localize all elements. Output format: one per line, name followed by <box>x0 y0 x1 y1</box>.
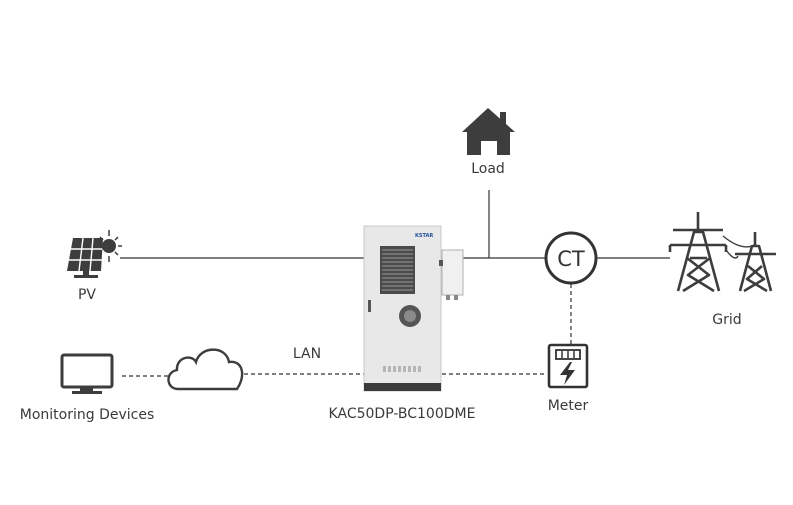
meter-label: Meter <box>547 398 589 414</box>
ct-label: CT <box>557 247 585 271</box>
device-model-label: KAC50DP-BC100DME <box>328 406 476 422</box>
cabinet-icon: KSTAR <box>363 225 464 392</box>
monitoring-devices-label: Monitoring Devices <box>19 407 155 423</box>
meter-icon <box>547 343 589 389</box>
brand-logo: KSTAR <box>415 233 433 239</box>
solar-panel-icon <box>67 230 122 278</box>
cloud-icon <box>167 348 244 391</box>
ct-icon: CT <box>544 231 598 285</box>
power-tower-icon <box>668 212 776 293</box>
grid-label: Grid <box>712 312 742 328</box>
connection-lines <box>120 190 670 377</box>
monitor-icon <box>60 353 114 394</box>
load-label: Load <box>471 161 505 177</box>
pv-label: PV <box>77 287 97 303</box>
lan-label: LAN <box>292 346 322 362</box>
house-icon <box>462 108 515 155</box>
